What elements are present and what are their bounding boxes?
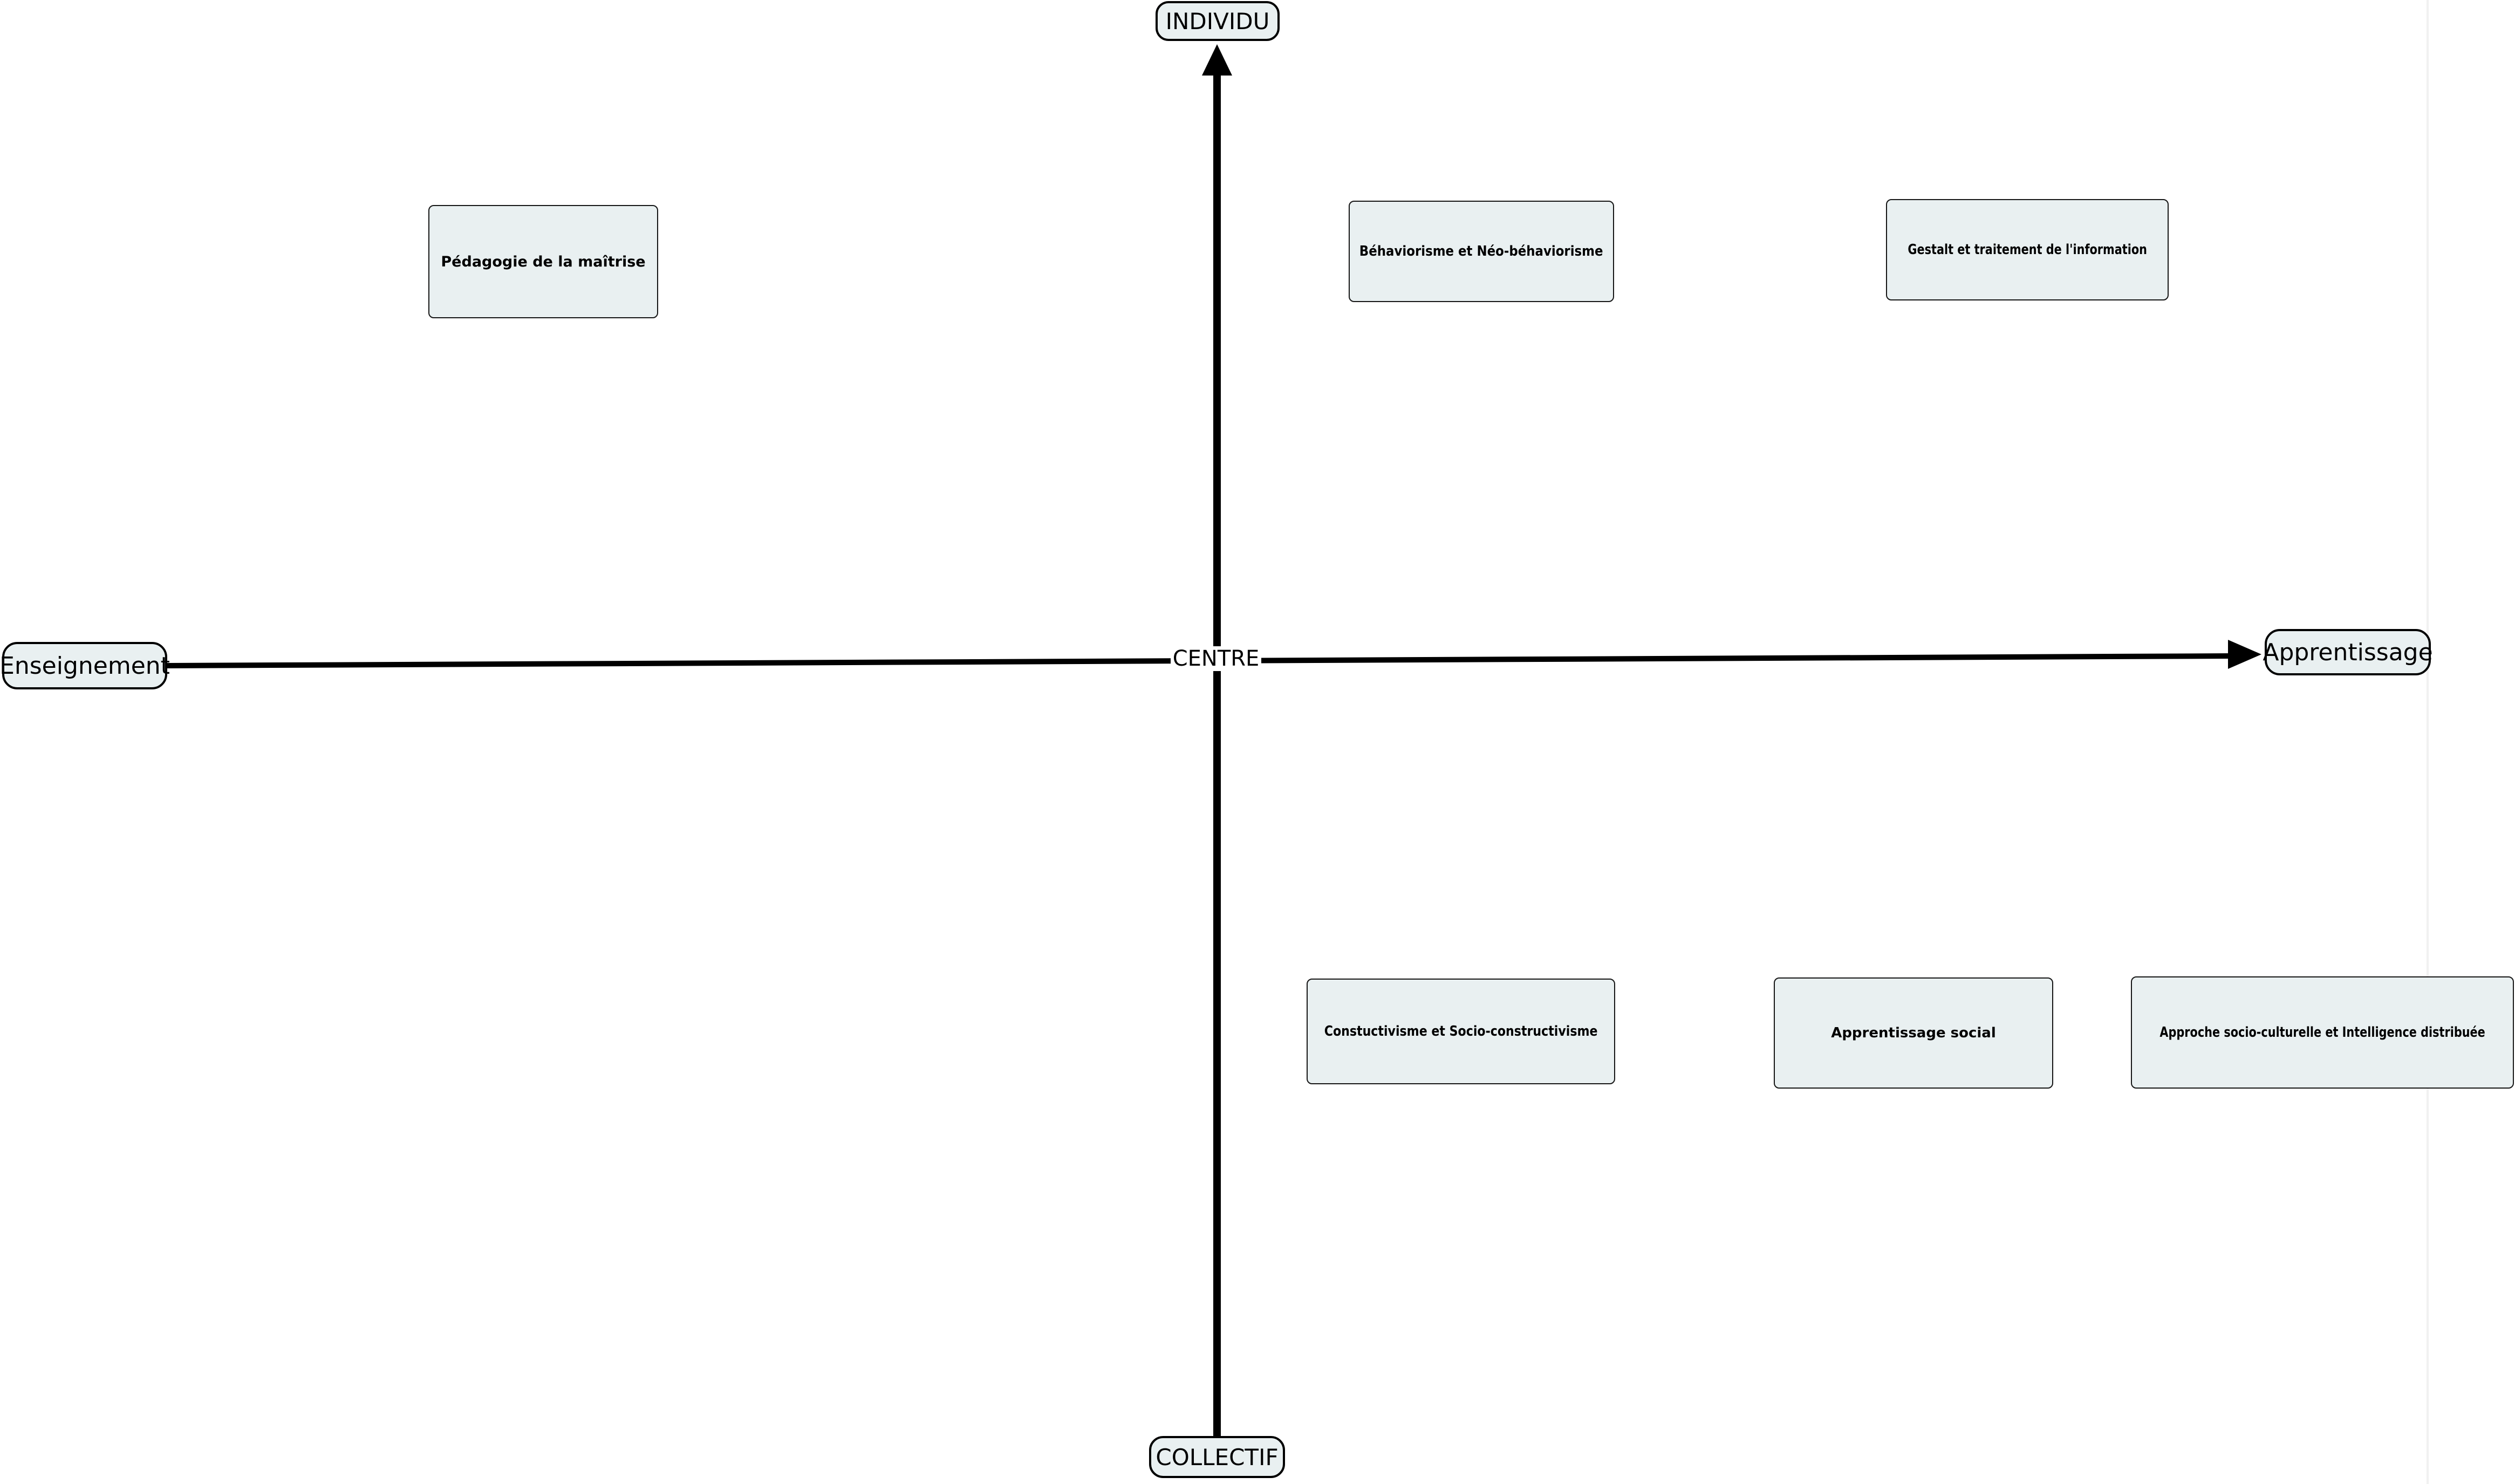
node-constructivisme: Constuctivisme et Socio-constructivisme [1307,979,1615,1084]
node-behaviorisme-label: Béhaviorisme et Néo-béhaviorisme [1359,243,1603,259]
node-approche-socio-culturelle: Approche socio-culturelle et Intelligenc… [2131,976,2514,1089]
node-pedagogie-maitrise: Pédagogie de la maîtrise [428,205,658,318]
axis-label-individu: INDIVIDU [1156,1,1280,41]
axis-label-enseignement-text: Enseignement [0,652,170,680]
axis-label-apprentissage-text: Apprentissage [2263,638,2433,666]
node-constructivisme-label: Constuctivisme et Socio-constructivisme [1324,1023,1598,1040]
node-apprentissage-social: Apprentissage social [1774,977,2053,1089]
axis-label-collectif-text: COLLECTIF [1156,1444,1279,1471]
horizontal-axis-arrowhead-icon [2228,640,2261,669]
page-boundary-guide [2427,0,2429,1484]
axis-label-individu-text: INDIVIDU [1165,8,1270,35]
axis-label-collectif: COLLECTIF [1149,1436,1285,1478]
axis-label-enseignement: Enseignement [0,642,170,689]
node-pedagogie-maitrise-label: Pédagogie de la maîtrise [441,253,646,270]
node-gestalt: Gestalt et traitement de l'information [1886,199,2169,300]
axis-center-label-text: CENTRE [1172,646,1260,671]
vertical-axis-arrowhead-icon [1202,44,1232,76]
node-behaviorisme: Béhaviorisme et Néo-béhaviorisme [1349,201,1614,302]
node-apprentissage-social-label: Apprentissage social [1831,1025,1996,1041]
axis-label-apprentissage: Apprentissage [2263,629,2433,675]
axis-center-label: CENTRE [1171,646,1261,671]
node-gestalt-label: Gestalt et traitement de l'information [1908,242,2147,258]
node-approche-socio-culturelle-label: Approche socio-culturelle et Intelligenc… [2159,1024,2485,1041]
